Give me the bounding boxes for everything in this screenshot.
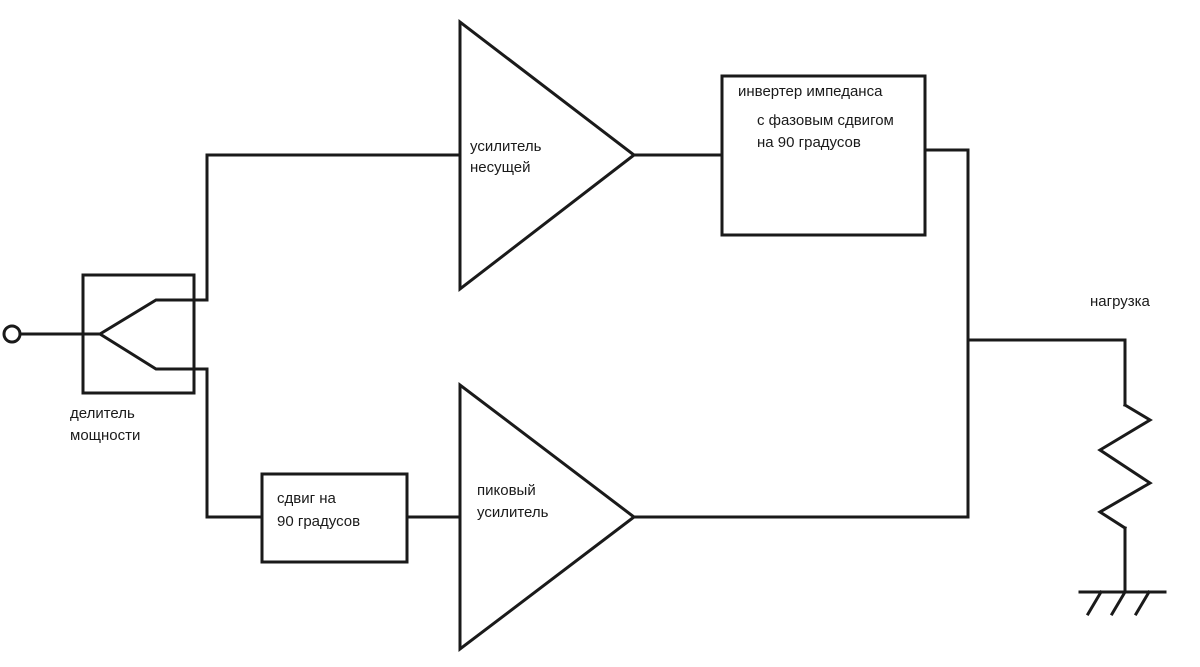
phase-shifter-label-2: 90 градусов bbox=[277, 513, 360, 530]
resistor-icon bbox=[1097, 402, 1153, 531]
peak-branch-wire bbox=[192, 367, 264, 519]
phase-shifter-label: сдвиг на bbox=[277, 490, 337, 507]
carrier-amplifier-label: усилитель bbox=[470, 138, 542, 155]
ground-icon bbox=[1078, 589, 1167, 617]
impedance-inverter-label-3: на 90 градусов bbox=[757, 134, 861, 151]
impedance-inverter-label: инвертер импеданса bbox=[738, 83, 883, 100]
inverter-output-wire bbox=[923, 148, 970, 519]
power-divider-symbol-icon bbox=[97, 298, 196, 371]
input-terminal-icon bbox=[2, 324, 22, 344]
peak-amplifier-label-2: усилитель bbox=[477, 504, 549, 521]
carrier-amplifier-icon bbox=[458, 18, 637, 293]
power-divider bbox=[81, 273, 196, 395]
impedance-inverter-box bbox=[720, 74, 927, 237]
load-label: нагрузка bbox=[1090, 293, 1151, 310]
impedance-inverter-label-2: с фазовым сдвигом bbox=[757, 112, 894, 129]
carrier-branch-wire bbox=[192, 153, 462, 302]
peak-amplifier-icon bbox=[458, 381, 637, 653]
load-wire bbox=[966, 338, 1127, 407]
carrier-amplifier-label-2: несущей bbox=[470, 159, 531, 176]
power-divider-label-2: мощности bbox=[70, 427, 140, 444]
power-divider-box bbox=[81, 273, 196, 395]
power-divider-label: делитель bbox=[70, 405, 135, 422]
peak-amplifier-label: пиковый bbox=[477, 482, 536, 499]
